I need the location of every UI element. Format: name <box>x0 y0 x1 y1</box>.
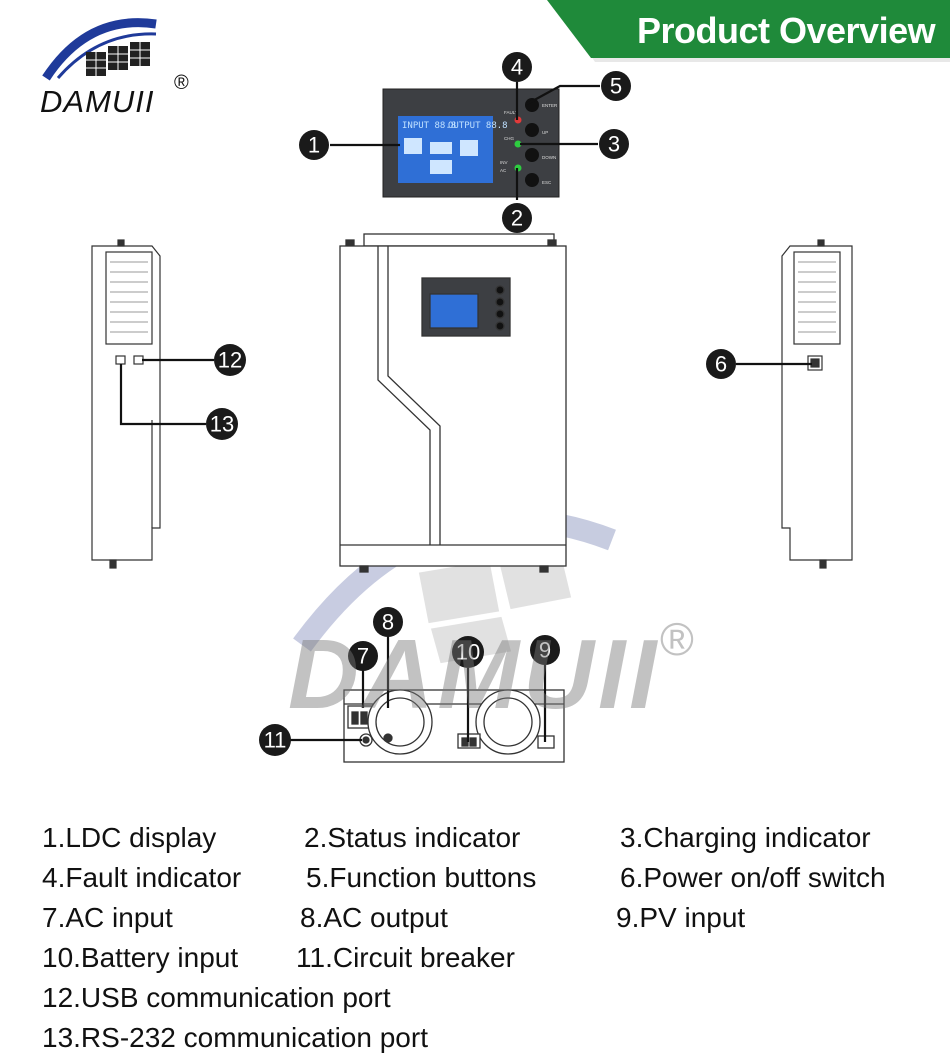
svg-text:12: 12 <box>218 348 242 373</box>
callouts: 1 2 3 4 5 6 7 8 9 10 11 12 13 <box>206 52 736 756</box>
legend-item-2: 2.Status indicator <box>304 822 521 853</box>
logo-mark <box>42 18 157 81</box>
legend-item-12: 12.USB communication port <box>42 982 391 1013</box>
legend-item-13: 13.RS-232 communication port <box>42 1022 428 1053</box>
svg-text:11: 11 <box>264 728 287 753</box>
legend-item-5: 5.Function buttons <box>306 862 537 893</box>
watermark-text: DAMUII <box>288 619 661 729</box>
down-label: DOWN <box>542 155 556 160</box>
svg-text:5: 5 <box>610 74 622 99</box>
svg-text:7: 7 <box>357 644 369 669</box>
callout-13: 13 <box>206 408 238 440</box>
svg-text:10: 10 <box>456 640 480 665</box>
watermark-registered-mark: ® <box>660 613 694 665</box>
product-overview-banner: Product Overview <box>545 0 950 62</box>
callout-2: 2 <box>502 203 532 233</box>
control-panel: INPUT 88.8 OUTPUT 88.8 FAULT CHG INV AC … <box>382 88 560 198</box>
svg-text:9: 9 <box>539 638 551 663</box>
legend-item-6: 6.Power on/off switch <box>620 862 886 893</box>
svg-text:1: 1 <box>308 133 320 158</box>
callout-5: 5 <box>601 71 631 101</box>
front-view <box>339 233 567 573</box>
legend-item-10: 10.Battery input <box>42 942 239 973</box>
legend-item-11: 11.Circuit breaker <box>296 942 515 973</box>
callout-6: 6 <box>706 349 736 379</box>
callout-1: 1 <box>299 130 329 160</box>
svg-text:3: 3 <box>608 132 620 157</box>
damuii-logo: DAMUII ® <box>28 12 228 122</box>
leader-lines <box>119 82 812 742</box>
chg-label: CHG <box>504 136 514 141</box>
inverter-diagram: INPUT 88.8 OUTPUT 88.8 FAULT CHG INV AC … <box>91 52 853 763</box>
bottom-view <box>343 689 565 763</box>
right-side-view <box>781 239 853 569</box>
callout-7: 7 <box>348 641 378 671</box>
fault-label: FAULT <box>504 110 518 115</box>
legend-item-8: 8.AC output <box>300 902 448 933</box>
svg-text:OUTPUT 88.8: OUTPUT 88.8 <box>448 121 508 131</box>
svg-text:13: 13 <box>210 412 234 437</box>
up-label: UP <box>542 130 548 135</box>
logo-text: DAMUII <box>40 84 155 119</box>
legend-item-7: 7.AC input <box>42 902 173 933</box>
legend-item-1: 1.LDC display <box>42 822 217 853</box>
banner-title: Product Overview <box>637 10 936 51</box>
svg-text:2: 2 <box>511 206 523 231</box>
banner-shape <box>547 0 950 62</box>
ac-label: AC <box>500 168 507 173</box>
callout-8: 8 <box>373 607 403 637</box>
logo-registered-mark: ® <box>174 72 189 94</box>
enter-label: ENTER <box>542 103 558 108</box>
callout-3: 3 <box>599 129 629 159</box>
callout-4: 4 <box>502 52 532 82</box>
legend-item-4: 4.Fault indicator <box>42 862 242 893</box>
legend-item-9: 9.PV input <box>616 902 746 933</box>
svg-text:INPUT 88.8: INPUT 88.8 <box>402 121 456 131</box>
callout-10: 10 <box>452 636 484 668</box>
callout-9: 9 <box>530 635 560 665</box>
svg-text:8: 8 <box>382 610 394 635</box>
esc-label: ESC <box>542 180 552 185</box>
callout-12: 12 <box>214 344 246 376</box>
inv-label: INV <box>500 160 508 165</box>
legend: 1.LDC display 2.Status indicator 3.Charg… <box>42 822 942 1053</box>
callout-11: 11 <box>259 724 291 756</box>
svg-text:4: 4 <box>511 55 523 80</box>
svg-text:6: 6 <box>715 352 727 377</box>
left-side-view <box>91 239 161 569</box>
legend-item-3: 3.Charging indicator <box>620 822 871 853</box>
